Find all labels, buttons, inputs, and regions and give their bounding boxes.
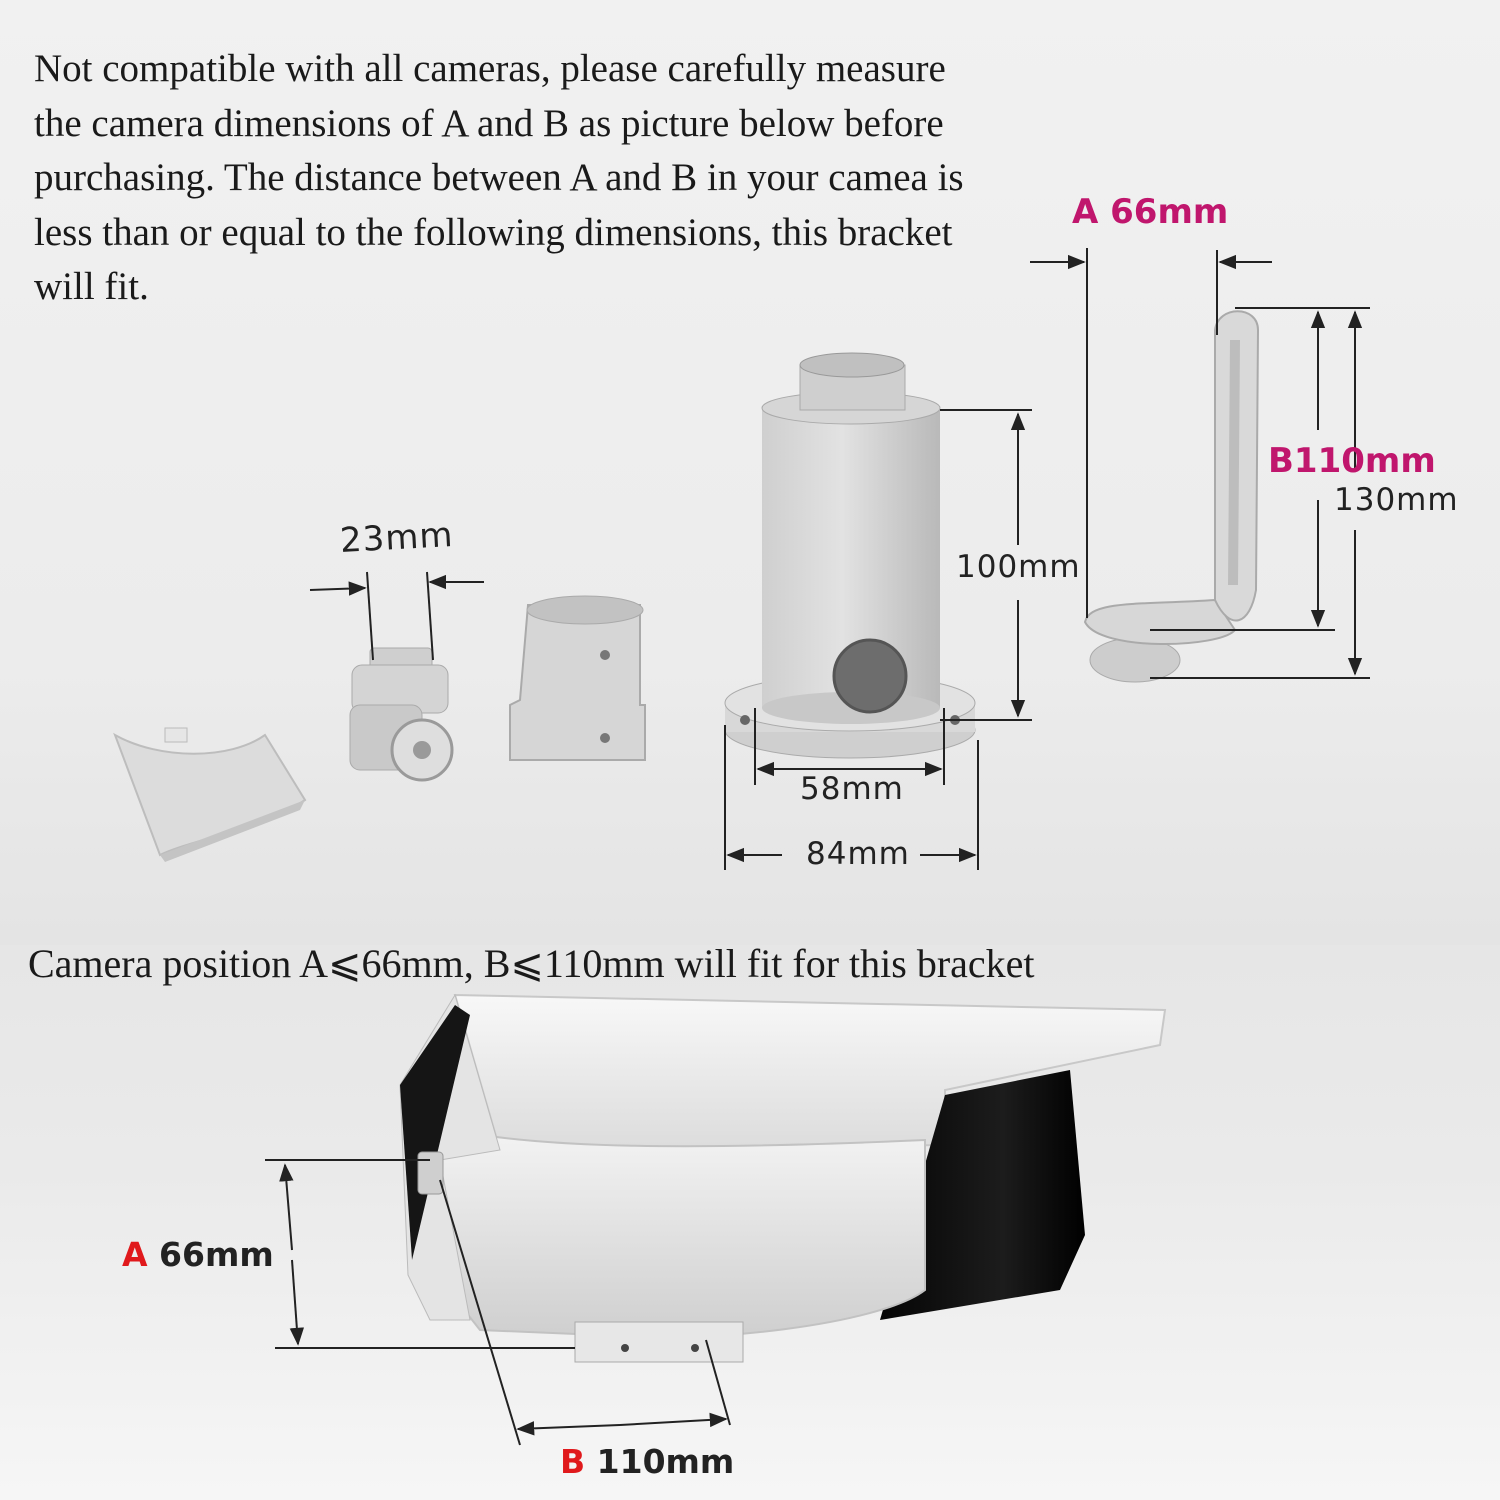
arm-b-label: B110mm <box>1268 441 1436 481</box>
camera-a-label: A 66mm <box>122 1235 274 1274</box>
base-height-label: 100mm <box>956 549 1081 585</box>
camera <box>399 993 1167 1363</box>
base-inner-label: 58mm <box>800 771 904 807</box>
pole-base <box>724 352 976 759</box>
fit-caption: Camera position A⩽66mm, B⩽110mm will fit… <box>28 941 1035 986</box>
cover-plate <box>113 727 307 862</box>
clamp-part <box>509 595 646 761</box>
l-arm <box>1083 310 1260 683</box>
dimension-lines-top <box>309 248 1370 870</box>
dimension-lines-camera <box>265 1159 731 1446</box>
arm-a-label: A 66mm <box>1072 192 1229 232</box>
pan-joint <box>349 647 454 782</box>
camera-b-label: B 110mm <box>560 1442 735 1481</box>
joint-width-label: 23mm <box>339 515 455 561</box>
arm-total-label: 130mm <box>1334 482 1459 518</box>
intro-text: Not compatible with all cameras, please … <box>34 47 964 308</box>
base-outer-label: 84mm <box>806 836 910 872</box>
